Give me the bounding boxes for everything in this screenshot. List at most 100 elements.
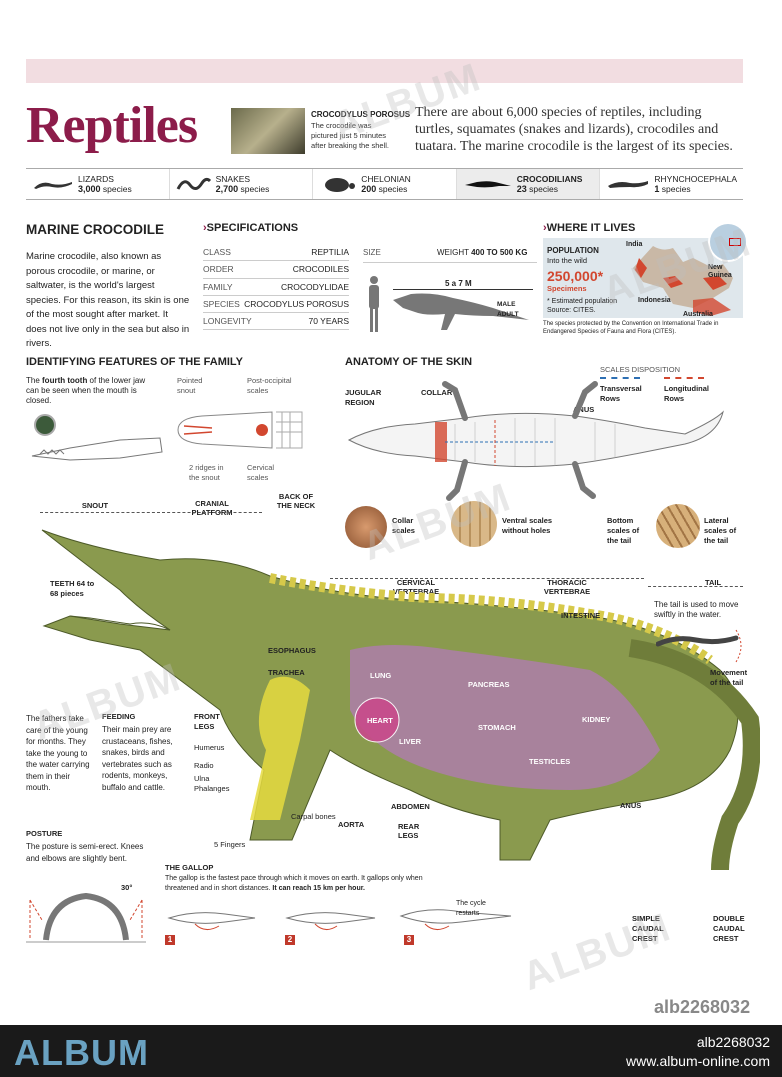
- tooth-text-pre: The: [26, 376, 43, 385]
- gallop-sequence: [167, 909, 512, 930]
- skin-anus-label: ANUS: [573, 405, 595, 414]
- habitat-heading: WHERE IT LIVES: [543, 222, 636, 234]
- weight-value: 400 TO 500 KG: [471, 248, 528, 257]
- cervical-scales-label: Cervical scales: [247, 463, 275, 482]
- group-unit: species: [661, 184, 691, 194]
- transversal-swatch: [600, 377, 640, 379]
- image-id: alb2268032: [696, 1034, 770, 1050]
- longitudinal-swatch: [664, 377, 704, 379]
- tail-movement-drawing: [656, 629, 742, 663]
- site-url[interactable]: www.album-online.com: [626, 1053, 770, 1069]
- hatchling-photo: [231, 108, 305, 154]
- divider: [363, 262, 537, 263]
- transversal-label: Transversal Rows: [600, 384, 642, 403]
- spec-key: LONGEVITY: [203, 316, 252, 327]
- cranial-line: [162, 512, 262, 513]
- human-silhouette-icon: [369, 276, 379, 332]
- map-svg: [633, 246, 733, 316]
- swatch-label-ventral: Ventral scales without holes: [502, 516, 553, 535]
- gallop-step-2: 2: [285, 935, 295, 945]
- specs-heading: SPECIFICATIONS: [203, 222, 298, 234]
- tail-line: [648, 586, 743, 587]
- bone-humerus: Humerus: [194, 743, 225, 752]
- tuatara-icon: [608, 181, 649, 188]
- closed-jaw-drawing: [31, 437, 163, 461]
- organ-aorta: AORTA: [338, 820, 365, 829]
- crocodile-illustration: [41, 529, 760, 871]
- swatch-label-lateral-tail: Lateral scales of the tail: [704, 516, 737, 545]
- intro-text: There are about 6,000 species of reptile…: [415, 105, 733, 154]
- spec-key: ORDER: [203, 264, 234, 275]
- region-snout: SNOUT: [81, 501, 109, 510]
- region-cervical: CERVICAL VERTEBRAE: [392, 578, 440, 596]
- habitat-footnote: The species protected by the Convention …: [543, 321, 719, 335]
- map-label-indonesia: Indonesia: [638, 297, 671, 304]
- page-title: Reptiles: [26, 97, 198, 154]
- spec-key: SPECIES: [203, 299, 240, 310]
- cycle-label: The cycle restarts: [456, 900, 486, 917]
- group-name: CROCODILIANS: [516, 174, 583, 184]
- ridges-label: 2 ridges in the snout: [189, 463, 224, 482]
- habitat-map: [543, 222, 748, 318]
- spec-value: REPTILIA: [311, 247, 349, 258]
- spec-value: 70 YEARS: [308, 316, 349, 327]
- group-count: 200: [361, 184, 377, 194]
- cervical-line: [330, 578, 478, 579]
- young-text: The fathers take care of the young for m…: [26, 714, 90, 792]
- male-adult-label: MALE ADULT: [497, 301, 519, 318]
- spec-row: SPECIES CROCODYLUS POROSUS: [203, 296, 349, 314]
- region-tail: TAIL: [704, 578, 722, 587]
- crocodile-icon: [464, 181, 511, 188]
- post-occipital-label: Post-occipital scales: [247, 376, 292, 395]
- posture-angle: 30°: [121, 883, 133, 892]
- gallop-title: THE GALLOP: [165, 863, 214, 872]
- turtle-icon: [325, 178, 356, 192]
- length-bar: [393, 289, 533, 290]
- longitudinal-label: Longitudinal Rows: [664, 384, 709, 403]
- spec-row: LONGEVITY 70 YEARS: [203, 313, 349, 331]
- spec-value: CROCODYLUS POROSUS: [244, 299, 349, 310]
- organ-pancreas: PANCREAS: [468, 680, 510, 689]
- organ-anus: ANUS: [620, 801, 642, 810]
- group-count: 23: [516, 184, 527, 194]
- map-label-australia: Australia: [683, 311, 713, 318]
- group-unit: species: [529, 184, 558, 194]
- gallop-text-bold: It can reach 15 km per hour.: [272, 885, 365, 892]
- group-name: CHELONIAN: [361, 174, 411, 184]
- group-count: 3,000: [78, 184, 101, 194]
- marine-text: Marine crocodile, also known as porous c…: [26, 251, 190, 349]
- spec-value: CROCODILES: [292, 264, 349, 275]
- organ-testicles: TESTICLES: [529, 757, 571, 766]
- feeding-text: Their main prey are crustaceans, fishes,…: [102, 725, 173, 792]
- tail-movement-label: Movement of the tail: [710, 668, 748, 687]
- organ-trachea: TRACHEA: [268, 668, 305, 677]
- posture-drawing: [26, 892, 146, 943]
- album-logo[interactable]: ALBUM: [14, 1032, 149, 1073]
- population-label: POPULATION: [547, 246, 599, 255]
- gallop-text: The gallop is the fastest pace through w…: [165, 874, 455, 894]
- organ-intestine: INTESTINE: [561, 611, 601, 620]
- pointed-snout-label: Pointed snout: [177, 376, 203, 395]
- tooth-text-bold: fourth tooth: [42, 376, 88, 385]
- bone-phalanges: Phalanges: [194, 784, 230, 793]
- organ-liver: LIVER: [399, 737, 422, 746]
- organ-abdomen: ABDOMEN: [391, 802, 430, 811]
- organ-stomach: STOMACH: [478, 723, 516, 732]
- population-unit: Specimens: [547, 284, 587, 293]
- region-cranial: CRANIAL PLATFORM: [191, 499, 233, 517]
- tooth-detail-circle: [34, 414, 56, 436]
- scales-disposition: SCALES DISPOSITION: [600, 365, 681, 374]
- group-count: 2,700: [215, 184, 239, 194]
- posture-text: The posture is semi-erect. Knees and elb…: [26, 842, 144, 863]
- gallop-step-1: 1: [165, 935, 175, 945]
- tail-text: The tail is used to move swiftly in the …: [654, 600, 739, 619]
- group-unit: species: [378, 184, 408, 194]
- group-unit: species: [240, 184, 270, 194]
- population-value: 250,000*: [547, 268, 604, 284]
